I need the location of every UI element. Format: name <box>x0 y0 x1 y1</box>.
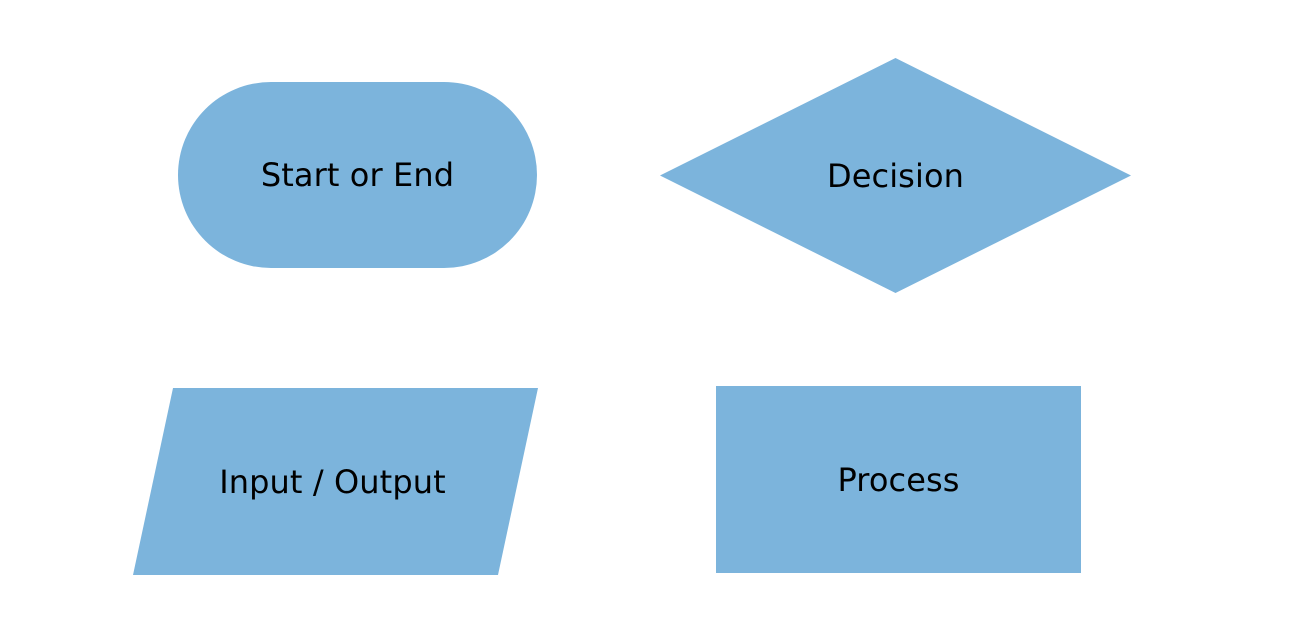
shape-label-input-output: Input / Output <box>219 462 446 501</box>
shape-label-decision: Decision <box>826 156 965 195</box>
shape-label-process: Process <box>837 460 960 499</box>
parallelogram-shape-icon <box>133 388 538 575</box>
shape-process[interactable]: Process <box>716 386 1081 573</box>
shape-decision[interactable]: Decision <box>660 58 1131 293</box>
shape-label-start-or-end: Start or End <box>260 156 455 194</box>
shape-input-output[interactable]: Input / Output <box>133 388 538 575</box>
shape-terminator-start-or-end[interactable]: Start or End <box>178 82 537 268</box>
